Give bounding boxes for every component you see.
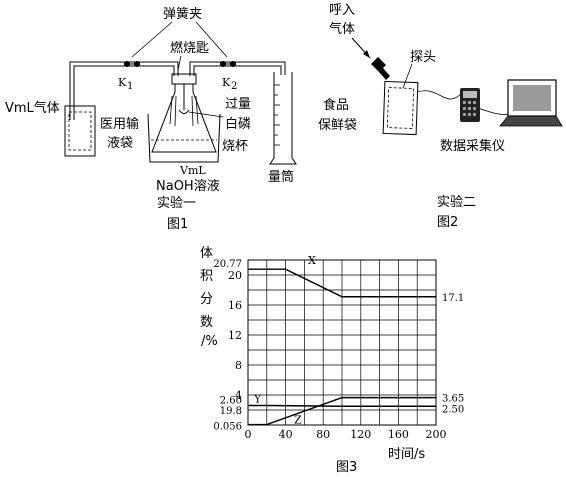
beaker	[147, 113, 221, 163]
phosphorus-label-line1: 过量	[225, 97, 251, 112]
figure-3-caption: 图3	[336, 460, 357, 475]
food-bag-label-line1: 食品	[323, 97, 349, 113]
food-bag-label-line2: 保鲜袋	[318, 118, 357, 133]
clip-k2-icon	[220, 61, 236, 67]
y-label-char-3: 分	[200, 292, 213, 307]
k1-label: K	[118, 76, 127, 89]
left-tube	[69, 61, 179, 120]
naoh-volume-label: VmL	[179, 164, 206, 177]
y-label-char-1: 体	[200, 246, 213, 261]
y-extra-label: 2.60	[220, 396, 242, 407]
series-line-y	[248, 404, 436, 407]
chart-series: X Y Z	[248, 254, 436, 427]
y-extra-label-right: 2.50	[442, 404, 464, 415]
y-axis-label: 体 积 分 数 /%	[200, 246, 218, 349]
series-line-x	[248, 268, 436, 298]
smoke-lines	[169, 95, 199, 127]
infusion-bag	[64, 105, 96, 157]
probe-pointer	[402, 63, 413, 89]
collector-label: 数据采集仪	[440, 138, 505, 154]
phosphorus-pointer	[188, 111, 224, 118]
bag-label-line2: 液袋	[107, 136, 133, 151]
graduated-cylinder	[269, 72, 297, 165]
breath-label-line2: 气体	[329, 21, 355, 37]
y-extra-label-right: 17.1	[442, 293, 464, 304]
cylinder-label: 量筒	[268, 169, 294, 185]
x-tick-label: 40	[279, 428, 293, 441]
bag-label-line1: 医用输	[100, 116, 139, 132]
beaker-label: 烧杯	[222, 139, 248, 154]
experiment-2-label: 实验二	[437, 194, 476, 210]
breath-label-line1: 呼入	[329, 3, 355, 18]
food-bag	[382, 80, 419, 136]
y-tick-label: 8	[235, 359, 242, 372]
chart-grid	[247, 259, 437, 426]
nozzle-icon	[371, 57, 390, 80]
y-extra-label: 20.77	[213, 259, 242, 270]
experiment-1-label: 实验一	[157, 195, 196, 211]
y-extra-label-right: 3.65	[442, 394, 464, 405]
clip-pointer-right	[195, 21, 228, 58]
x-tick-label: 80	[316, 428, 330, 441]
probe-cable	[416, 90, 463, 100]
x-tick-label: 0	[245, 428, 252, 441]
x-axis-label: 时间/s	[388, 447, 425, 462]
right-tube	[189, 61, 286, 76]
series-label-y: Y	[253, 393, 262, 406]
figure-2-caption: 图2	[437, 215, 458, 230]
computer-cable	[477, 107, 511, 115]
phosphorus-label-line2: 白磷	[225, 116, 251, 132]
series-label-x: X	[308, 254, 316, 267]
k2-label: K	[222, 76, 231, 89]
y-tick-label: 20	[228, 269, 242, 282]
figure-1-caption: 图1	[167, 217, 188, 232]
clip-k1-icon	[124, 61, 140, 67]
naoh-label: NaOH溶液	[156, 179, 220, 194]
probe-label: 探头	[410, 50, 436, 65]
series-line-z	[248, 396, 436, 426]
y-tick-label: 4	[235, 389, 242, 402]
y-tick-label: 12	[228, 329, 242, 342]
x-tick-label: 160	[388, 428, 409, 441]
gas-volume-label: VmL气体	[5, 100, 60, 116]
figure-1: 弹簧夹 燃烧匙 K 1 K 2 VmL气体 医用输 液袋	[5, 6, 297, 232]
y-label-char-4: 数	[200, 315, 213, 330]
y-tick-label: 16	[228, 299, 242, 312]
figure-2: 呼入 气体 食品 保鲜袋 探头	[318, 3, 563, 230]
x-tick-label: 120	[350, 428, 371, 441]
laptop-icon	[499, 79, 563, 127]
clip-label: 弹簧夹	[163, 6, 202, 22]
y-extra-label: 19.8	[220, 406, 242, 417]
y-label-char-5: /%	[201, 334, 218, 349]
x-tick-label: 200	[426, 428, 447, 441]
y-label-char-2: 积	[200, 269, 213, 284]
rubber-stopper	[171, 73, 197, 85]
clip-pointer-left	[131, 21, 173, 58]
conical-flask	[151, 84, 217, 153]
cylinder-scale	[274, 84, 280, 146]
data-collector-icon	[460, 88, 480, 122]
k1-subscript: 1	[127, 81, 133, 92]
series-label-z: Z	[294, 414, 302, 427]
y-extra-label: 0.056	[213, 422, 242, 433]
k2-subscript: 2	[231, 81, 237, 92]
spoon-label: 燃烧匙	[170, 40, 209, 56]
